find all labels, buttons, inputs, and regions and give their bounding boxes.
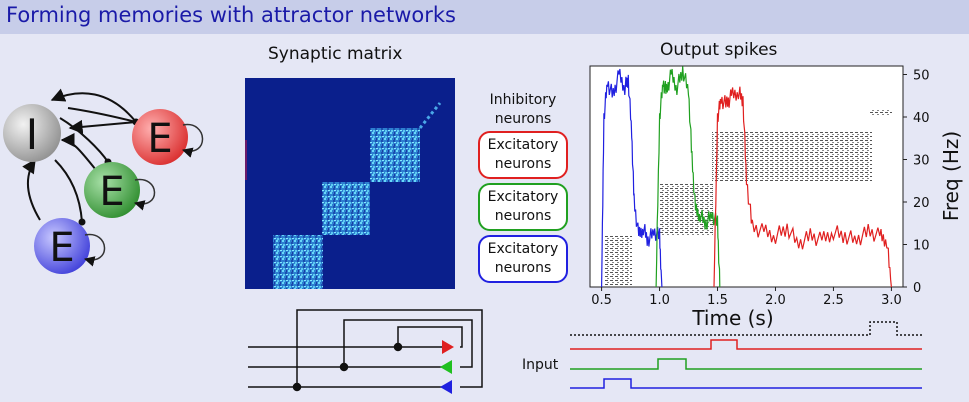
y-tick-label: 30 — [913, 154, 930, 169]
input-trace-green — [570, 358, 922, 370]
legend-excitatory-green: Excitatory neurons — [478, 183, 568, 231]
series-line-1 — [655, 66, 721, 288]
inhibitory-node-label: I — [26, 110, 38, 159]
input-label: Input — [522, 357, 559, 373]
input-trace-inhibitory — [570, 321, 922, 336]
neuron-triangle-green — [440, 360, 452, 374]
excitatory-node-red-label: E — [147, 116, 172, 162]
wire-loop-blue — [296, 309, 483, 388]
y-tick-label: 20 — [913, 196, 930, 211]
edge-i-to-blue — [54, 159, 83, 223]
matrix-block-green — [322, 182, 370, 235]
wire-loop-green — [343, 319, 473, 368]
excitatory-node-green — [84, 162, 140, 218]
input-trace-red — [570, 339, 922, 350]
series-line-0 — [601, 68, 663, 288]
self-loop-green — [133, 178, 156, 211]
y-tick-label: 10 — [913, 239, 930, 254]
edge-i-to-green — [59, 117, 109, 163]
junction-red — [393, 342, 403, 352]
raster-red — [712, 132, 872, 182]
wiring-diagram — [248, 309, 483, 394]
x-tick-label: 2.5 — [823, 293, 844, 308]
self-loop-red — [181, 123, 204, 158]
y-tick-label: 40 — [913, 111, 930, 126]
x-axis-label: Time (s) — [691, 306, 773, 330]
junction-green — [339, 362, 349, 372]
edge-blue-to-i — [22, 158, 41, 221]
legend-excitatory-blue: Excitatory neurons — [478, 235, 568, 283]
raster-blue — [604, 235, 632, 285]
title-bar: Forming memories with attractor networks — [0, 0, 969, 34]
edge-i-to-red — [67, 107, 137, 123]
x-tick-label: 2.0 — [765, 293, 786, 308]
x-tick-label: 0.5 — [591, 293, 612, 308]
inhibitory-node — [3, 104, 61, 162]
matrix-heading: Synaptic matrix — [268, 44, 403, 64]
network-diagram: I E E E — [3, 88, 204, 274]
synapse-dot — [78, 218, 86, 226]
synaptic-matrix — [245, 78, 455, 289]
junction-blue — [292, 382, 302, 392]
y-tick-label: 50 — [913, 69, 930, 84]
input-trace-blue — [570, 378, 922, 389]
wire-loop-red — [397, 326, 463, 348]
x-tick-label: 1.5 — [707, 293, 728, 308]
matrix-block-red — [370, 128, 420, 182]
output-heading: Output spikes — [660, 40, 778, 60]
x-tick-label: 3.0 — [881, 293, 902, 308]
raster-green — [659, 183, 713, 235]
matrix-block-blue — [273, 235, 323, 289]
excitatory-node-green-label: E — [99, 169, 124, 215]
y-axis-label: Freq (Hz) — [939, 131, 963, 221]
legend-inhibitory: Inhibitory neurons — [489, 92, 557, 127]
edge-red-to-i-2 — [68, 119, 137, 134]
neuron-triangle-blue — [440, 380, 452, 394]
x-tick-label: 1.0 — [649, 293, 670, 308]
page-title: Forming memories with attractor networks — [6, 3, 456, 27]
excitatory-node-blue — [34, 218, 90, 274]
legend-excitatory-red: Excitatory neurons — [478, 131, 568, 179]
edge-red-to-i — [50, 88, 137, 123]
input-traces: Input — [522, 321, 922, 389]
excitatory-node-red — [132, 109, 188, 165]
raster-inhibitory — [870, 109, 892, 116]
neuron-triangle-red — [442, 340, 454, 354]
self-loop-blue — [83, 233, 106, 267]
excitatory-node-blue-label: E — [49, 225, 74, 271]
output-spikes-chart: 0.5 1.0 1.5 2.0 2.5 3.0 0 10 20 30 40 50 Time (s) F… — [589, 65, 963, 330]
matrix-diagonal-inhibitory — [418, 102, 442, 129]
edge-green-to-i — [60, 133, 97, 171]
series-line-2 — [713, 86, 892, 288]
y-tick-label: 0 — [913, 281, 921, 296]
